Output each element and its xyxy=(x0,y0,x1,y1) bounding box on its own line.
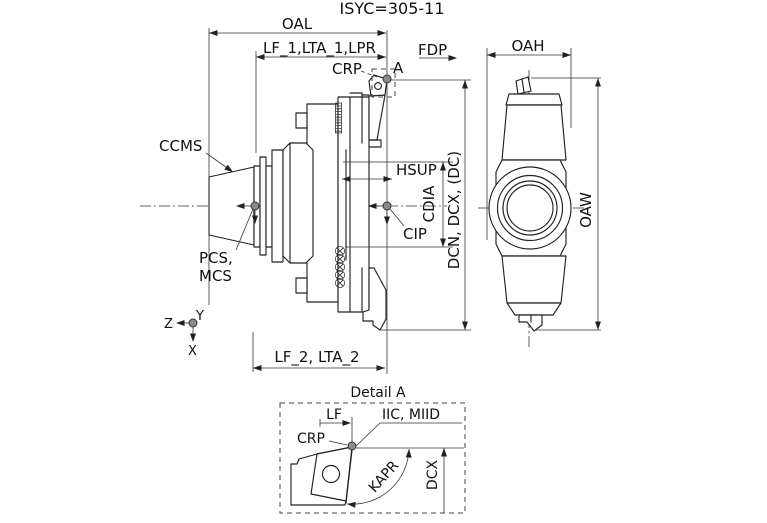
tool-body-outline xyxy=(208,74,388,331)
dcn-label: DCN, DCX, (DC) xyxy=(445,151,463,269)
fdp-arrow: FDP xyxy=(418,41,457,61)
axis-y-label: Y xyxy=(195,309,204,324)
cdia-dimension: CDIA xyxy=(343,161,453,248)
iic-miid-label: IIC, MIID xyxy=(382,407,440,423)
detail-cutting-edge xyxy=(345,449,353,504)
dcn-dimension: DCN, DCX, (DC) xyxy=(380,79,471,331)
detail-insert xyxy=(310,446,353,502)
drawing-title: ISYC=305-11 xyxy=(339,0,444,18)
axis-z-label: Z xyxy=(164,317,173,332)
lf1-label: LF_1,LTA_1,LPR xyxy=(263,39,376,58)
axis-x-label: X xyxy=(188,344,197,359)
detail-iic-callout: IIC, MIID xyxy=(353,407,462,449)
end-view-outline xyxy=(488,76,572,332)
upper-insert xyxy=(368,74,388,97)
lower-blade xyxy=(362,267,387,331)
detail-lf-label: LF xyxy=(326,407,342,423)
coupling-circle-3 xyxy=(502,180,558,236)
detail-insert-hole xyxy=(321,464,341,484)
ccms-callout: CCMS xyxy=(159,137,235,175)
end-bottom-step xyxy=(506,302,562,316)
detail-kapr-dimension: KAPR xyxy=(346,448,412,508)
detail-insert-geometry xyxy=(290,446,353,506)
oal-label: OAL xyxy=(282,15,313,33)
oaw-dimension: OAW xyxy=(531,77,601,331)
ring-2 xyxy=(259,156,267,256)
kapr-label: KAPR xyxy=(366,458,403,496)
cip-point xyxy=(382,201,392,211)
cdia-label: CDIA xyxy=(420,185,438,222)
main-view: A OAL LF_1,LTA_1,LPR FDP CRP xyxy=(140,15,471,374)
detail-a-frame xyxy=(279,402,466,514)
detail-crp-point xyxy=(347,441,357,451)
lf2-label: LF_2, LTA_2 xyxy=(274,348,359,367)
detail-a-view: Detail A LF IIC, MIID CRP xyxy=(279,385,466,514)
fdp-label: FDP xyxy=(418,41,447,59)
detail-lf-dimension: LF xyxy=(319,407,353,443)
coupling-circle-2 xyxy=(496,174,564,242)
head-column xyxy=(337,96,370,313)
origin-point xyxy=(188,318,198,328)
head-top-steps xyxy=(349,92,370,96)
lf2-dimension: LF_2, LTA_2 xyxy=(252,332,385,372)
flange xyxy=(282,142,314,264)
coordinate-system-icon: Z Y X xyxy=(164,309,204,359)
ring-4 xyxy=(271,149,284,263)
pcs-label: PCS, xyxy=(199,249,233,267)
lf1-dimension: LF_1,LTA_1,LPR xyxy=(255,39,386,153)
hsup-label: HSUP xyxy=(396,161,437,179)
detail-crp-callout: CRP xyxy=(297,431,357,451)
crp-callout: CRP xyxy=(332,60,392,84)
end-bottom-insert xyxy=(518,314,543,332)
detail-crp-label: CRP xyxy=(297,431,325,447)
end-view: OAH OAW xyxy=(478,37,601,348)
crp-label: CRP xyxy=(332,60,362,78)
pcs-mcs-callout: PCS, MCS xyxy=(199,201,260,285)
coupling-bore xyxy=(506,184,554,232)
end-top-step xyxy=(505,93,563,106)
end-lower-column xyxy=(501,255,567,304)
pcs-mcs-point xyxy=(250,201,260,211)
detail-a-box xyxy=(371,68,396,98)
end-upper-column xyxy=(501,104,567,161)
coupling-circle-outer xyxy=(488,166,572,250)
serration-symbol xyxy=(335,102,342,134)
detail-dcx-dimension: DCX xyxy=(425,448,447,513)
mcs-label: MCS xyxy=(199,267,232,285)
upper-blade xyxy=(368,94,386,141)
oal-dimension: OAL xyxy=(208,15,386,305)
screw-stack-symbol xyxy=(334,245,345,288)
oah-label: OAH xyxy=(511,37,544,55)
upper-insert-hole xyxy=(374,82,382,90)
oah-dimension: OAH xyxy=(486,37,572,240)
detail-a-marker: A xyxy=(393,59,404,77)
body-step-bottom xyxy=(295,277,308,294)
ring-3 xyxy=(265,165,273,248)
oaw-label: OAW xyxy=(577,192,595,228)
upper-blade-step xyxy=(368,139,382,148)
ccms-label: CCMS xyxy=(159,137,202,155)
cip-label: CIP xyxy=(403,225,427,243)
crp-point xyxy=(382,74,392,84)
detail-a-title: Detail A xyxy=(350,385,406,401)
hsup-dimension: HSUP xyxy=(342,161,437,182)
body-step-top xyxy=(295,112,308,129)
cip-callout: CIP xyxy=(368,201,427,243)
detail-dcx-label: DCX xyxy=(425,460,441,491)
